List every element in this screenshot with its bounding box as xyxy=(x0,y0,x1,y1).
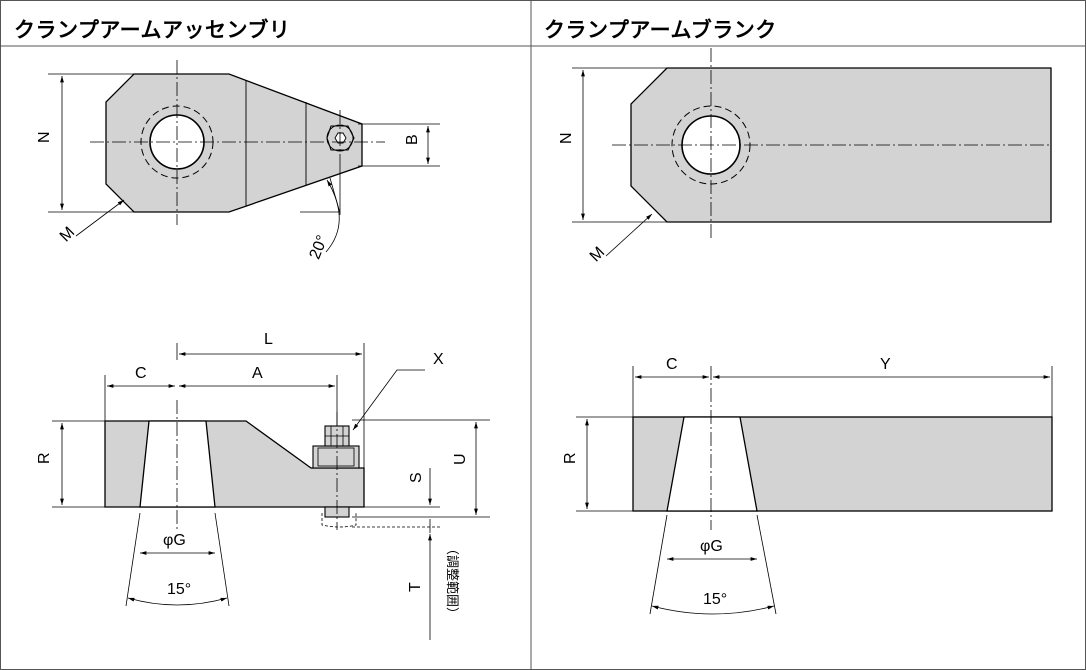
dim-label-S: S xyxy=(408,472,425,483)
dim-label-N-right: N xyxy=(558,132,575,144)
blank-side-dim-labels: C Y R φG 15° xyxy=(562,356,891,608)
dim-label-M-left: M xyxy=(57,224,78,245)
assembly-top-centerlines xyxy=(90,60,385,225)
dim-label-U: U xyxy=(452,453,469,465)
assembly-top-view xyxy=(105,73,363,213)
right-panel-title: クランプアームブランク xyxy=(544,18,777,42)
dim-label-B: B xyxy=(404,134,421,145)
dim-label-T: T xyxy=(407,582,424,592)
left-panel-title: クランプアームアッセンブリ xyxy=(14,18,291,42)
dim-label-X: X xyxy=(433,351,444,368)
angle-label-15-right: 15° xyxy=(703,591,727,608)
blank-side-dims xyxy=(576,366,1053,615)
dim-label-M-right: M xyxy=(587,244,608,265)
blank-top-centerlines xyxy=(612,48,1051,238)
assembly-top-dims xyxy=(48,73,440,253)
dim-label-C-left: C xyxy=(135,365,147,382)
dim-label-A: A xyxy=(252,365,263,382)
dim-label-R-left: R xyxy=(36,452,53,464)
dim-label-G-right: φG xyxy=(700,538,723,555)
blank-top-dims xyxy=(572,67,667,257)
assembly-side-view xyxy=(104,420,365,518)
dim-label-N-left: N xyxy=(36,131,53,143)
assembly-side-dim-labels: L C A X R U S φG 15° T （調整範囲） xyxy=(36,331,469,620)
dim-label-R-right: R xyxy=(562,452,579,464)
dim-label-C-right: C xyxy=(666,356,678,373)
blank-side-view xyxy=(632,416,1053,512)
angle-label-15-left: 15° xyxy=(167,581,191,598)
assembly-side-centerlines xyxy=(176,400,338,530)
adjust-range-label: （調整範囲） xyxy=(445,542,460,620)
assembly-side-dims xyxy=(52,343,490,640)
dim-label-G-left: φG xyxy=(163,532,186,549)
dim-label-L: L xyxy=(264,331,273,348)
dim-label-Y: Y xyxy=(880,356,891,373)
angle-label-20: 20° xyxy=(307,233,332,262)
